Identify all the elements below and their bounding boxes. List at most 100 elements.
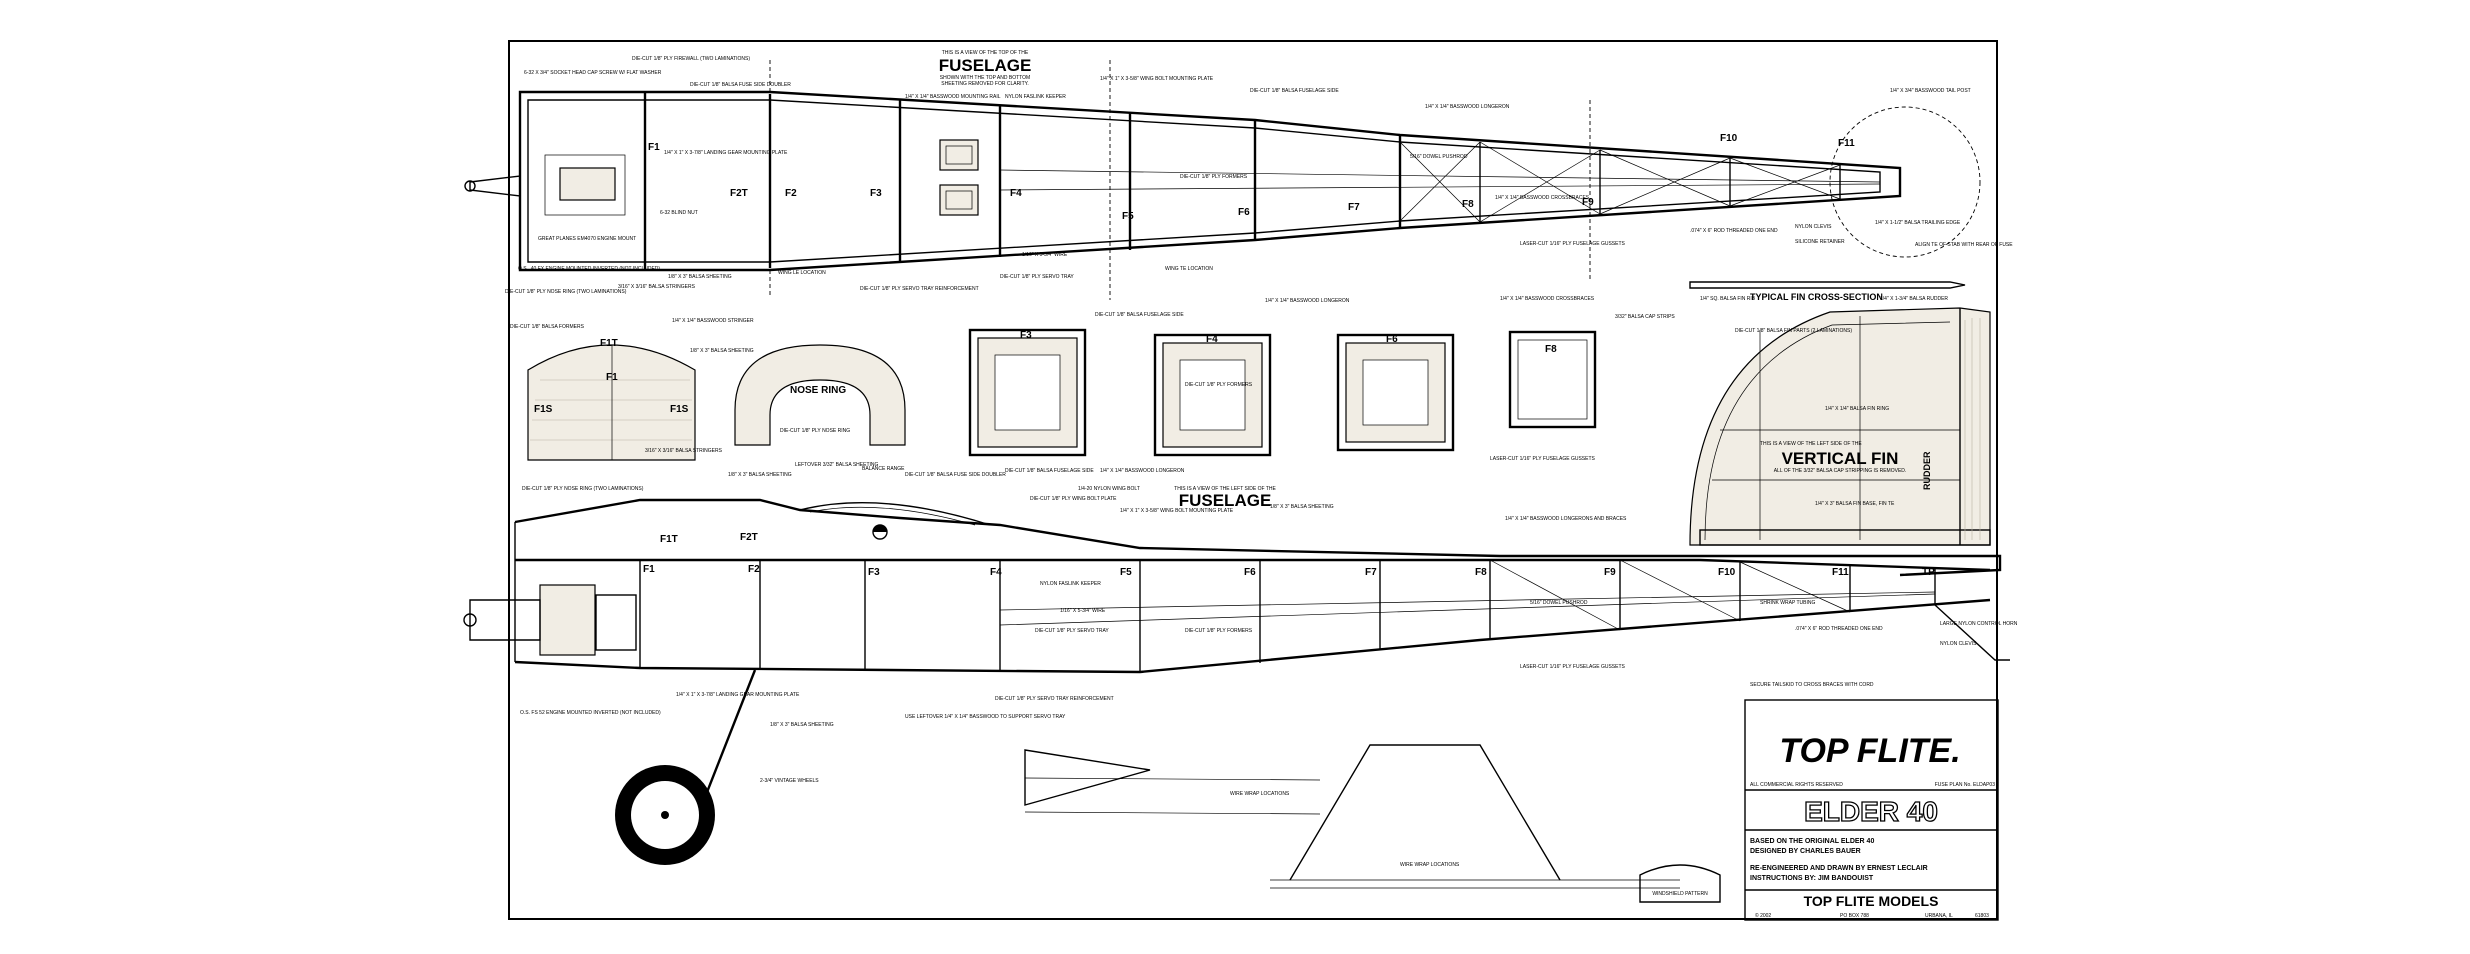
label-stab-align: ALIGN TE OF STAB WITH REAR OF FUSE xyxy=(1915,242,2013,248)
side-former-f1t: F1T xyxy=(660,534,678,545)
label-servo-tray: DIE-CUT 1/8" PLY SERVO TRAY xyxy=(1000,274,1074,280)
label-servo-rein: DIE-CUT 1/8" PLY SERVO TRAY REINFORCEMEN… xyxy=(860,286,979,292)
former-f1s-right: F1S xyxy=(670,404,689,415)
side-label-engine: O.S. FS 52 ENGINE MOUNTED INVERTED (NOT … xyxy=(520,710,661,716)
drawing-border xyxy=(508,40,1998,920)
side-label-servo-tray: DIE-CUT 1/8" PLY SERVO TRAY xyxy=(1035,628,1109,634)
label-tail-post: 1/4" X 3/4" BASSWOOD TAIL POST xyxy=(1890,88,1971,94)
label-fin-base: 1/4" X 3" BALSA FIN BASE, FIN TE xyxy=(1815,501,1895,507)
side-view-title: FUSELAGE xyxy=(1179,491,1272,510)
top-view-title: FUSELAGE xyxy=(939,56,1032,75)
side-label-rod: .074" X 6" ROD THREADED ONE END xyxy=(1795,626,1883,632)
top-former-f8: F8 xyxy=(1462,199,1474,210)
side-label-sheeting: 1/8" X 3" BALSA SHEETING xyxy=(728,472,792,478)
top-former-f2: F2 xyxy=(785,188,797,199)
side-label-nose-ring: DIE-CUT 1/8" PLY NOSE RING (TWO LAMINATI… xyxy=(522,486,644,492)
side-former-f11: F11 xyxy=(1832,567,1849,578)
label-crossbraces: 1/4" X 1/4" BASSWOOD CROSSBRACES xyxy=(1495,195,1590,201)
rights-text: ALL COMMERCIAL RIGHTS RESERVED xyxy=(1750,782,1843,788)
former-f4-box: F4 xyxy=(1206,334,1218,345)
fin-title: VERTICAL FIN xyxy=(1782,449,1899,468)
side-label-leftover: LEFTOVER 3/32" BALSA SHEETING xyxy=(795,462,878,468)
label-gussets-row: LASER-CUT 1/16" PLY FUSELAGE GUSSETS xyxy=(1490,456,1596,462)
side-former-f2: F2 xyxy=(748,564,760,575)
fin-view-pre: THIS IS A VIEW OF THE LEFT SIDE OF THE xyxy=(1760,441,1862,447)
side-label-sheeting-top: 1/8" X 3" BALSA SHEETING xyxy=(1270,504,1334,510)
side-label-horn: LARGE NYLON CONTROL HORN xyxy=(1940,621,2018,627)
brand-logo: TOP FLITE. xyxy=(1779,732,1960,770)
label-balsa-formers: DIE-CUT 1/8" BALSA FORMERS xyxy=(510,324,585,330)
fin-section-title: TYPICAL FIN CROSS-SECTION xyxy=(1750,292,1883,302)
label-mounting-rail: 1/4" X 1/4" BASSWOOD MOUNTING RAIL xyxy=(905,94,1001,100)
side-label-use-leftover: USE LEFTOVER 1/4" X 1/4" BASSWOOD TO SUP… xyxy=(905,714,1066,720)
label-longeron: 1/4" X 1/4" BASSWOOD LONGERON xyxy=(1425,104,1510,110)
nose-ring-label: NOSE RING xyxy=(790,385,846,396)
fin-view-post: ALL OF THE 3/32" BALSA CAP STRIPPING IS … xyxy=(1774,468,1907,474)
side-former-tp: TP xyxy=(1922,567,1935,578)
designer-text: DESIGNED BY CHARLES BAUER xyxy=(1750,848,1861,855)
label-stringers: 3/16" X 3/16" BALSA STRINGERS xyxy=(618,284,696,290)
label-blind-nut: 6-32 BLIND NUT xyxy=(660,210,698,216)
side-former-f3: F3 xyxy=(868,567,880,578)
instructions-text: INSTRUCTIONS BY: JIM BANDOUIST xyxy=(1750,875,1874,882)
label-ply-nose-ring: DIE-CUT 1/8" PLY NOSE RING xyxy=(780,428,850,434)
side-label-gussets: LASER-CUT 1/16" PLY FUSELAGE GUSSETS xyxy=(1520,664,1626,670)
label-engine-mount: GREAT PLANES EM4070 ENGINE MOUNT xyxy=(538,236,636,242)
former-f1: F1 xyxy=(606,372,618,383)
side-label-clevis: NYLON CLEVIS xyxy=(1940,641,1977,647)
side-label-longeron: 1/4" X 1/4" BASSWOOD LONGERON xyxy=(1100,468,1185,474)
top-former-f3: F3 xyxy=(870,188,882,199)
label-socket-head: 6-32 X 3/4" SOCKET HEAD CAP SCREW W/ FLA… xyxy=(524,70,662,76)
side-label-wire: 1/16" X 5-3/4" WIRE xyxy=(1060,608,1106,614)
side-former-f1: F1 xyxy=(643,564,655,575)
former-f3-box: F3 xyxy=(1020,330,1032,341)
side-label-doubler: DIE-CUT 1/8" BALSA FUSE SIDE DOUBLER xyxy=(905,472,1006,478)
top-view-title-pre: THIS IS A VIEW OF THE TOP OF THE xyxy=(942,50,1029,56)
copyright-text: © 2002 xyxy=(1755,912,1771,919)
label-wire: 1/16" X 5-3/4" WIRE xyxy=(1022,252,1068,258)
label-retainer: SILICONE RETAINER xyxy=(1795,239,1845,245)
top-former-f5: F5 xyxy=(1122,211,1134,222)
top-former-f4: F4 xyxy=(1010,188,1022,199)
label-clevis: NYLON CLEVIS xyxy=(1795,224,1832,230)
former-f1s-left: F1S xyxy=(534,404,553,415)
side-label-sheeting-bottom: 1/8" X 3" BALSA SHEETING xyxy=(770,722,834,728)
side-former-f4: F4 xyxy=(990,567,1002,578)
top-view-title-post-2: SHEETING REMOVED FOR CLARITY. xyxy=(941,81,1028,87)
side-label-servo-rein: DIE-CUT 1/8" PLY SERVO TRAY REINFORCEMEN… xyxy=(995,696,1114,702)
label-firewall: DIE-CUT 1/8" PLY FIREWALL (TWO LAMINATIO… xyxy=(632,56,750,62)
top-view-title-post-1: SHOWN WITH THE TOP AND BOTTOM xyxy=(940,75,1030,81)
side-former-f6: F6 xyxy=(1244,567,1256,578)
side-label-fuse-side: DIE-CUT 1/8" BALSA FUSELAGE SIDE xyxy=(1005,468,1094,474)
top-former-f10: F10 xyxy=(1720,133,1738,144)
zip-text: 61803 xyxy=(1975,913,1989,919)
po-box-text: PO BOX 788 xyxy=(1840,913,1869,919)
side-label-bolt-plate: DIE-CUT 1/8" PLY WING BOLT PLATE xyxy=(1030,496,1117,502)
label-balsa-stringers: 3/16" X 3/16" BALSA STRINGERS xyxy=(645,448,723,454)
side-label-windshield: WINDSHIELD PATTERN xyxy=(1652,891,1708,897)
side-label-longerons-braces: 1/4" X 1/4" BASSWOOD LONGERONS AND BRACE… xyxy=(1505,516,1627,522)
label-gear-plate: 1/4" X 1" X 3-7/8" LANDING GEAR MOUNTING… xyxy=(664,150,788,156)
side-view-title-pre: THIS IS A VIEW OF THE LEFT SIDE OF THE xyxy=(1174,486,1276,492)
label-fin-rib: 1/4" SQ. BALSA FIN RIB xyxy=(1700,296,1756,302)
model-name: ELDER 40 xyxy=(1804,796,1938,827)
top-former-f11: F11 xyxy=(1838,138,1855,149)
side-label-fasilink: NYLON FASLINK KEEPER xyxy=(1040,581,1101,587)
label-basswood-longeron-row: 1/4" X 1/4" BASSWOOD LONGERON xyxy=(1265,298,1350,304)
side-label-formers: DIE-CUT 1/8" PLY FORMERS xyxy=(1185,628,1253,634)
label-balsa-sheeting: 1/8" X 3" BALSA SHEETING xyxy=(690,348,754,354)
label-fin-ring: 1/4" X 1/4" BALSA FIN RING xyxy=(1825,406,1889,412)
label-nose-ring: DIE-CUT 1/8" PLY NOSE RING (TWO LAMINATI… xyxy=(505,289,627,295)
label-formers: DIE-CUT 1/8" PLY FORMERS xyxy=(1180,174,1248,180)
side-former-f10: F10 xyxy=(1718,567,1736,578)
side-former-f5: F5 xyxy=(1120,567,1132,578)
based-on-text: BASED ON THE ORIGINAL ELDER 40 xyxy=(1750,838,1874,845)
side-label-wire-wrap-2: WIRE WRAP LOCATIONS xyxy=(1400,862,1460,868)
rudder-label: RUDDER xyxy=(1922,451,1932,490)
side-label-gear-plate: 1/4" X 1" X 3-7/8" LANDING GEAR MOUNTING… xyxy=(676,692,800,698)
vertical-fin xyxy=(1689,281,1991,546)
top-former-f2t: F2T xyxy=(730,188,748,199)
label-fuse-side-row: DIE-CUT 1/8" BALSA FUSELAGE SIDE xyxy=(1095,312,1184,318)
plan-number: FUSE PLAN No. ELDAP03 xyxy=(1935,782,1996,788)
